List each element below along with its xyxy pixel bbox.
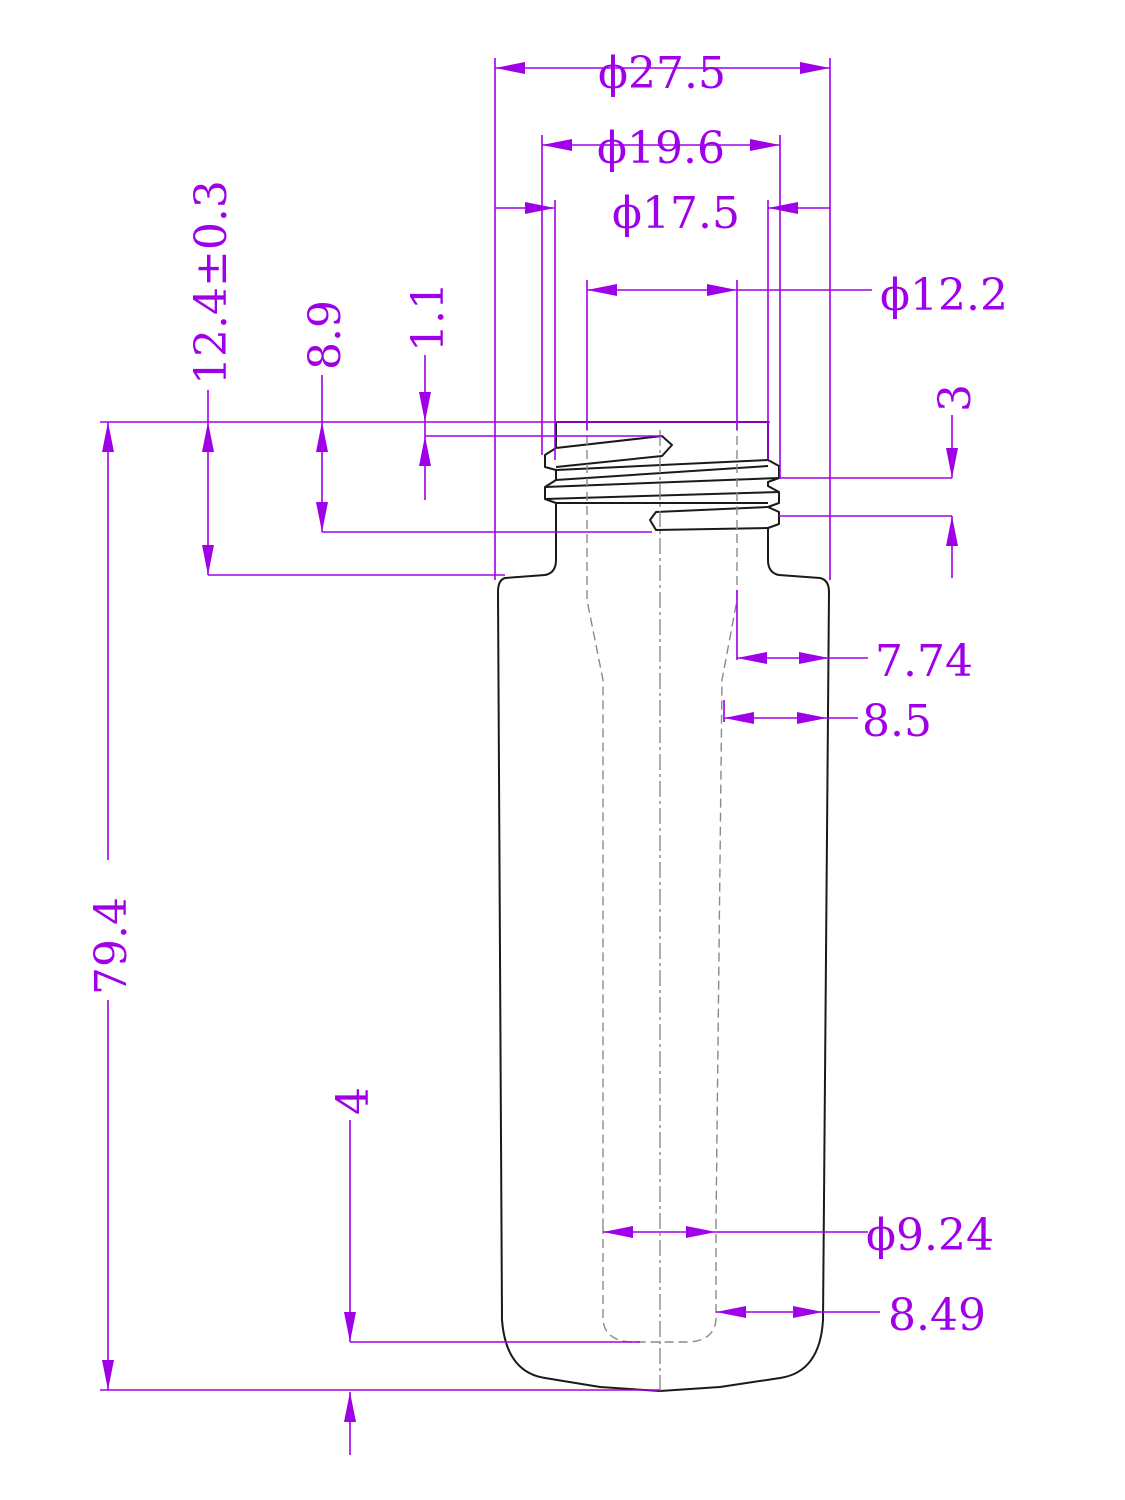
arrow-pitch-bottom xyxy=(946,516,958,546)
bore-right xyxy=(715,422,738,1226)
bottle-outline xyxy=(497,421,830,1392)
label-wall-middle: 8.5 xyxy=(862,696,932,747)
label-total-height: 79.4 xyxy=(86,897,137,995)
bore-left xyxy=(586,422,604,1225)
arrow-wall-upper-right xyxy=(799,652,829,664)
dim-line-thread-start xyxy=(424,355,662,500)
arrow-bore-left xyxy=(587,284,617,296)
dim-line-wall-upper xyxy=(736,590,868,660)
arrow-thread-outer-right xyxy=(750,139,780,151)
label-thread-root-diameter: ϕ17.5 xyxy=(612,188,740,239)
arrow-wall-lower-right xyxy=(793,1306,823,1318)
label-wall-upper: 7.74 xyxy=(875,636,973,687)
dim-line-thread-pitch xyxy=(779,415,953,578)
arrow-thread-height-top xyxy=(316,422,328,452)
thread-line-5 xyxy=(544,491,780,500)
arrow-thread-start-top xyxy=(419,392,431,422)
dim-line-total-height xyxy=(100,421,770,1391)
arrow-neck-bottom xyxy=(202,545,214,575)
arrow-wall-lower-left xyxy=(716,1306,746,1318)
label-thread-height: 8.9 xyxy=(300,300,351,370)
label-wall-lower: 8.49 xyxy=(888,1290,986,1341)
label-neck-height: 12.4±0.3 xyxy=(186,180,237,385)
arrow-total-bottom xyxy=(102,1360,114,1390)
arrow-neck-top xyxy=(202,422,214,452)
arrow-thread-start-bottom xyxy=(419,436,431,466)
arrow-base-bore-right xyxy=(686,1226,716,1238)
thread-line-4 xyxy=(544,477,780,488)
thread-line-2 xyxy=(555,459,769,471)
label-thread-start: 1.1 xyxy=(403,282,454,352)
label-base-thickness: 4 xyxy=(328,1087,379,1115)
arrow-thread-height-bottom xyxy=(316,502,328,532)
dim-line-neck-height xyxy=(207,390,505,576)
dimension-arrows xyxy=(102,62,958,1422)
arrow-base-top xyxy=(344,1312,356,1342)
arrow-base-bore-left xyxy=(603,1226,633,1238)
arrow-outer-left xyxy=(495,62,525,74)
arrow-thread-root-left xyxy=(525,202,555,214)
dimension-labels: ϕ27.5 ϕ19.6 ϕ17.5 ϕ12.2 7.74 8.5 ϕ9.24 8… xyxy=(86,48,1008,1341)
dim-line-thread-outer xyxy=(541,135,781,478)
label-outer-diameter: ϕ27.5 xyxy=(598,48,726,99)
arrow-wall-middle-left xyxy=(724,712,754,724)
label-thread-pitch: 3 xyxy=(930,384,981,412)
arrow-thread-outer-left xyxy=(542,139,572,151)
thread-line-7 xyxy=(649,506,769,531)
thread-line-1 xyxy=(555,435,673,468)
bottle-interior xyxy=(586,422,738,1395)
label-thread-outer-diameter: ϕ19.6 xyxy=(597,123,725,174)
dim-line-base-thickness xyxy=(349,1120,640,1455)
arrow-base-bottom xyxy=(344,1392,356,1422)
dim-line-outer-diameter xyxy=(494,58,831,580)
base-bore xyxy=(602,1225,717,1343)
thread-line-3 xyxy=(555,465,769,481)
arrow-total-top xyxy=(102,422,114,452)
right-thread-profile xyxy=(659,422,830,1392)
left-thread-profile xyxy=(497,422,661,1392)
arrow-wall-middle-right xyxy=(797,712,827,724)
arrow-outer-right xyxy=(800,62,830,74)
arrow-thread-root-right xyxy=(768,202,798,214)
label-bore-diameter: ϕ12.2 xyxy=(880,270,1008,321)
arrow-wall-upper-left xyxy=(737,652,767,664)
dim-line-thread-height xyxy=(321,375,652,533)
arrow-pitch-top xyxy=(946,448,958,478)
arrow-bore-right xyxy=(707,284,737,296)
label-base-bore-diameter: ϕ9.24 xyxy=(866,1210,994,1261)
